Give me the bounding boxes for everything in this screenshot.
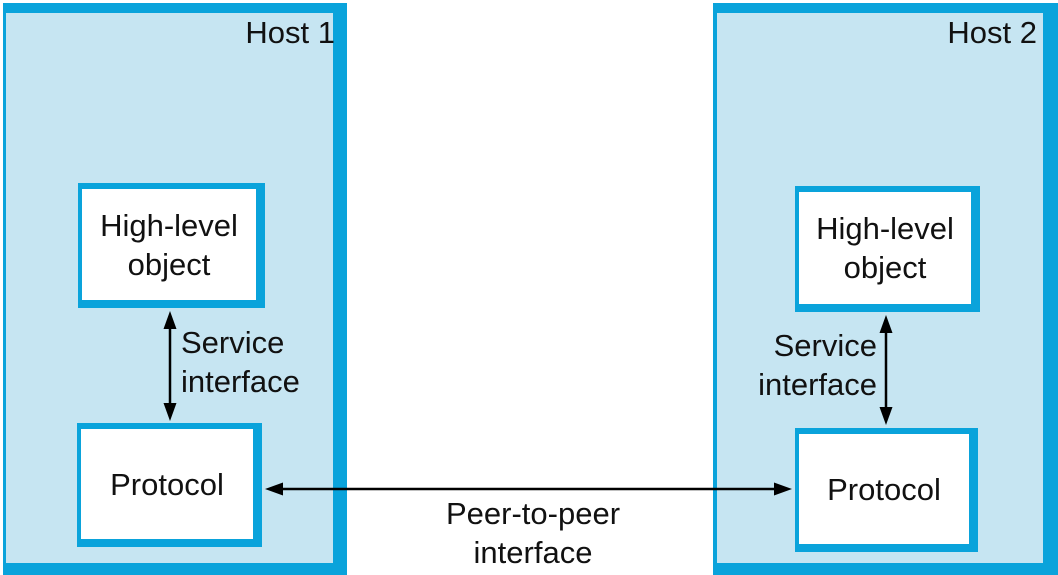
host2-service-interface-label: Service interface: [758, 326, 877, 404]
host1-object-label-line1: High-level: [100, 207, 238, 243]
host1-protocol-label: Protocol: [110, 466, 224, 502]
peer-to-peer-interface-label: Peer-to-peer interface: [383, 494, 683, 572]
host2-title: Host 2: [947, 15, 1037, 50]
host2-high-level-object-box: High-level object: [795, 186, 980, 312]
peer-label-line1: Peer-to-peer: [445, 496, 621, 531]
host2-service-label-line1: Service: [773, 328, 877, 363]
host1-service-label-line2: interface: [181, 364, 300, 399]
host2-object-label-line2: object: [843, 250, 927, 285]
host1-title: Host 1: [245, 15, 335, 50]
host1-service-interface-label: Service interface: [181, 323, 300, 401]
peer-label-line2: interface: [473, 535, 593, 570]
host1-high-level-object-label: High-level object: [100, 206, 238, 284]
host1-service-label-line1: Service: [181, 325, 285, 360]
host2-high-level-object-label: High-level object: [816, 209, 954, 287]
host2-protocol-label: Protocol: [827, 471, 941, 507]
host1-high-level-object-box: High-level object: [78, 183, 265, 308]
host2-protocol-box: Protocol: [795, 428, 978, 552]
host1-protocol-box: Protocol: [77, 423, 262, 547]
host1-object-label-line2: object: [127, 246, 211, 282]
host2-object-label-line1: High-level: [816, 211, 954, 246]
host2-service-label-line2: interface: [758, 367, 877, 402]
